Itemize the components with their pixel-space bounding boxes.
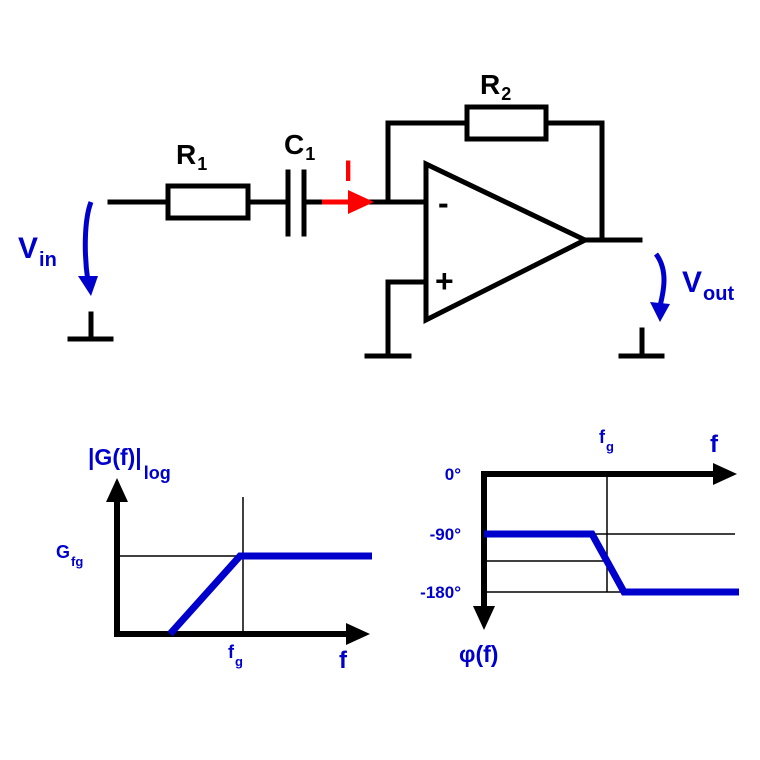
opamp-minus-sign: - <box>438 185 449 221</box>
label-current: I <box>344 155 352 188</box>
phase-ylabel: φ(f) <box>459 641 498 667</box>
vout-arrow <box>650 252 670 322</box>
current-arrow <box>322 190 374 214</box>
vin-arrow <box>78 201 98 296</box>
phase-tick-90: -90° <box>430 525 462 544</box>
mag-xlabel: f <box>339 647 348 674</box>
mag-ylabel: |G(f)|log <box>88 444 171 483</box>
phase-x-arrowhead <box>713 463 737 485</box>
mag-x-arrowhead <box>346 623 370 645</box>
mag-response-curve <box>167 552 372 637</box>
label-vin: Vin <box>18 232 57 271</box>
opamp-plus-sign: + <box>435 263 454 299</box>
resistor-r1 <box>165 183 251 221</box>
phase-corner-label: fg <box>599 427 614 454</box>
phase-plot: 0° -90° -180° fg f φ(f) <box>420 427 739 667</box>
label-c1: C1 <box>284 129 315 164</box>
phase-xlabel: f <box>710 431 719 458</box>
mag-y-arrowhead <box>106 478 128 502</box>
opamp-triangle <box>423 160 591 325</box>
phase-tick-180: -180° <box>420 583 461 602</box>
mag-corner-label: fg <box>228 642 243 669</box>
phase-tick-0: 0° <box>445 465 461 484</box>
phase-response-curve <box>484 530 739 596</box>
label-r1: R1 <box>176 139 207 174</box>
label-r2: R2 <box>480 69 511 104</box>
label-vout: Vout <box>682 266 734 305</box>
resistor-r2 <box>464 104 549 142</box>
mag-level-label: Gfg <box>56 542 83 569</box>
phase-y-arrowhead <box>473 606 495 630</box>
circuit <box>67 104 665 359</box>
magnitude-plot: |G(f)|log Gfg fg f <box>56 444 372 674</box>
